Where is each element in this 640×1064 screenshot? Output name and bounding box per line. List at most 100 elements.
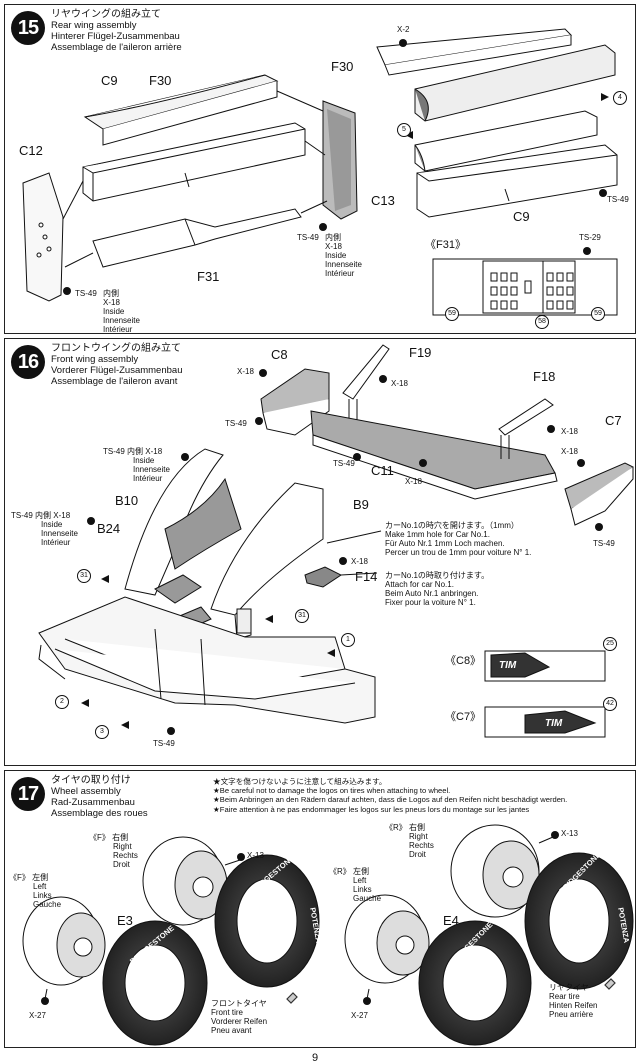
decal-42-marker: 42: [603, 697, 617, 711]
rear-tire-de: Hinten Reifen: [549, 1001, 598, 1010]
part-b10-label: B10: [115, 493, 139, 508]
inside-en: Inside: [41, 520, 63, 529]
inside-fr: Intérieur: [41, 538, 71, 547]
caution-note: ★Be careful not to damage the logos on t…: [213, 786, 451, 796]
rear-marker: 《R》: [329, 867, 351, 876]
inside-fr: Intérieur: [325, 269, 355, 278]
part-b9-label: B9: [353, 497, 369, 512]
inside-note-b10: TS-49 内側 X-18 Inside Innenseite Intérieu…: [103, 447, 170, 483]
inside-en: Inside: [325, 251, 347, 260]
attach-note: カーNo.1の時取り付けます。 Attach for car No.1. Bei…: [385, 571, 489, 607]
step-title-de: Vorderer Flügel-Zusammenbau: [51, 365, 183, 376]
front-tire-fr: Pneu avant: [211, 1026, 252, 1035]
paint-x18: X-18: [53, 511, 71, 520]
side-en: Left: [353, 876, 367, 885]
paint-ts49-c7: TS-49: [593, 539, 615, 548]
front-right-label: 《F》 右側 Right Rechts Droit: [89, 833, 138, 869]
decal-58-marker: 58: [535, 315, 549, 329]
inside-note-b24-lang: Inside Innenseite Intérieur: [41, 520, 78, 547]
side-jp: 右側: [409, 823, 426, 832]
inside-jp: 内側: [127, 447, 144, 456]
front-left-label: 《F》 左側 Left Links Gauche: [9, 873, 61, 909]
side-de: Links: [353, 885, 372, 894]
decal-25-marker: 25: [603, 637, 617, 651]
paint-x18-f14: X-18: [351, 557, 368, 566]
inside-en: Inside: [103, 307, 125, 316]
inside-fr: Intérieur: [103, 325, 133, 334]
paint-ts49-c11: TS-49: [333, 459, 355, 468]
step-title-fr: Assemblage de l'aileron arrière: [51, 42, 182, 53]
inside-note-c12: 内側 X-18 Inside Innenseite Intérieur: [103, 289, 140, 334]
step-title-en: Front wing assembly: [51, 354, 139, 365]
decal-5-marker: 5: [397, 123, 411, 137]
paint-x18-f19: X-18: [391, 379, 408, 388]
decal-c8-detail-label: 《C8》: [445, 655, 482, 667]
decal-1-marker: 1: [341, 633, 355, 647]
part-f31-detail-label: 《F31》: [425, 239, 466, 251]
part-f30-exploded-label: F30: [331, 59, 354, 74]
front-marker: 《F》: [9, 873, 30, 882]
side-en: Right: [113, 842, 132, 851]
step-title-block: リヤウイングの組み立て Rear wing assembly Hinterer …: [51, 9, 182, 53]
decal-59-marker: 59: [445, 307, 459, 321]
step-number-badge: 17: [11, 777, 45, 811]
decal-59-marker: 59: [591, 307, 605, 321]
paint-x18-c7: X-18: [561, 447, 578, 456]
part-c7-label: C7: [605, 413, 622, 428]
paint-ts29: TS-29: [579, 233, 601, 242]
part-f14-label: F14: [355, 569, 378, 584]
rear-tire-en: Rear tire: [549, 992, 580, 1001]
paint-x13-front: X-13: [247, 851, 264, 860]
decal-3-marker: 3: [95, 725, 109, 739]
side-jp: 右側: [112, 833, 129, 842]
caution-note: ★Beim Anbringen an den Rädern darauf ach…: [213, 795, 568, 805]
part-e4-label: E4: [443, 913, 459, 928]
paint-x27-rear: X-27: [351, 1011, 368, 1020]
rear-wing-diagram: [22, 28, 618, 316]
side-fr: Droit: [409, 850, 426, 859]
step-title-jp: フロントウイングの組み立て: [51, 343, 181, 354]
step-title-en: Rear wing assembly: [51, 20, 137, 31]
tim-logo: TIM: [499, 660, 517, 671]
step-15-panel: 15 リヤウイングの組み立て Rear wing assembly Hinter…: [4, 4, 636, 334]
attach-note-de: Beim Auto Nr.1 anbringen.: [385, 589, 479, 598]
paint-x18: X-18: [325, 242, 342, 251]
side-fr: Gauche: [33, 900, 62, 909]
step-title-fr: Assemblage de l'aileron avant: [51, 376, 178, 387]
paint-ts49: TS-49: [11, 511, 33, 520]
rear-tire-label: リヤタイヤ Rear tire Hinten Reifen Pneu arriè…: [549, 983, 597, 1019]
side-de: Links: [33, 891, 52, 900]
paint-x13-rear: X-13: [561, 829, 578, 838]
rear-tire-fr: Pneu arrière: [549, 1010, 594, 1019]
step-title-de: Rad-Zusammenbau: [51, 797, 135, 808]
caution-note: ★Faire attention à ne pas endommager les…: [213, 804, 530, 814]
paint-x27-front: X-27: [29, 1011, 46, 1020]
paint-x2-label: X-2: [397, 25, 410, 34]
paint-x18: X-18: [103, 298, 120, 307]
step-17-panel: 17 タイヤの取り付け Wheel assembly Rad-Zusammenb…: [4, 770, 636, 1048]
side-en: Right: [409, 832, 428, 841]
step-title-en: Wheel assembly: [51, 786, 121, 797]
step-title-jp: タイヤの取り付け: [51, 775, 131, 786]
inside-fr: Intérieur: [133, 474, 163, 483]
attach-note-fr: Fixer pour la voiture N° 1.: [385, 598, 476, 607]
part-c13-label: C13: [371, 193, 395, 208]
step-title-block: タイヤの取り付け Wheel assembly Rad-Zusammenbau …: [51, 775, 148, 819]
part-b24-label: B24: [97, 521, 121, 536]
side-de: Rechts: [409, 841, 434, 850]
front-wing-diagram: [38, 344, 634, 738]
part-f18-label: F18: [533, 369, 556, 384]
attach-note-jp: カーNo.1の時取り付けます。: [385, 571, 490, 580]
side-jp: 左側: [32, 873, 49, 882]
decal-4-marker: 4: [613, 91, 627, 105]
paint-ts49-wing: TS-49: [153, 739, 175, 748]
hole-note: カーNo.1の時穴を開けます。（1mm） Make 1mm hole for C…: [385, 521, 531, 557]
front-tire-de: Vorderer Reifen: [211, 1017, 268, 1026]
side-en: Left: [33, 882, 47, 891]
front-tire-label: フロントタイヤ Front tire Vorderer Reifen Pneu …: [211, 999, 267, 1035]
inside-note-b24: TS-49 内側 X-18: [11, 511, 70, 520]
part-e3-label: E3: [117, 913, 133, 928]
tim-logo: TIM: [545, 718, 563, 729]
front-tire-jp: フロントタイヤ: [211, 999, 267, 1008]
hole-note-en: Make 1mm hole for Car No.1.: [385, 530, 490, 539]
